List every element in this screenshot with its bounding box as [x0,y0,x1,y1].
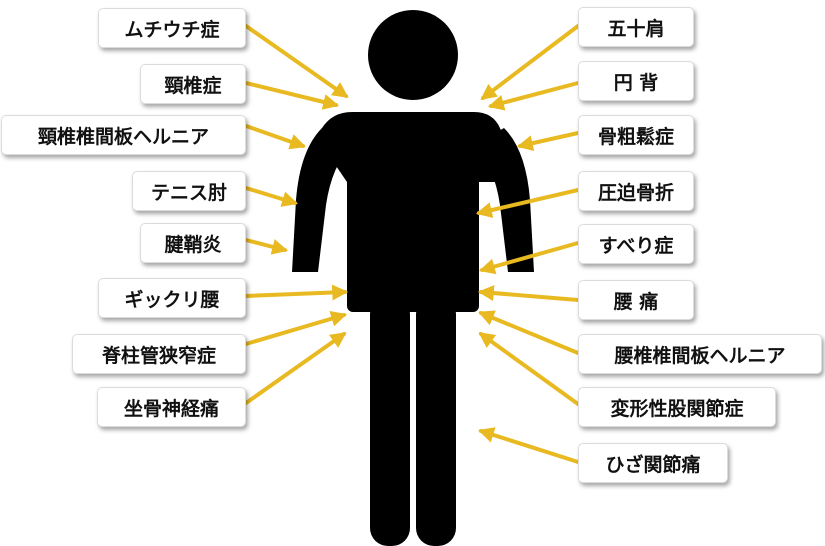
arrow-keitsui-hernia [244,124,307,150]
label-gikkuri-goshi: ギックリ腰 [98,278,246,318]
arrow-gikkuri-goshi [244,284,349,301]
label-muchiuchisho: ムチウチ症 [98,8,246,48]
label-yotsu: 腰 痛 [578,280,694,320]
label-yotsui-hernia: 腰椎椎間板ヘルニア [578,334,822,374]
arrow-yotsu [477,285,580,302]
label-sekichukan-kyosakusho: 脊柱管狭窄症 [72,334,246,374]
label-kotsusosho: 骨粗鬆症 [578,115,694,155]
human-silhouette-icon [292,10,534,546]
arrow-zakotsu [244,332,347,405]
arrow-appaku [475,188,580,218]
arrow-henkeisei [478,332,580,406]
label-appaku-kossetsu: 圧迫骨折 [578,171,694,211]
figure-left-leg [370,296,410,546]
figure-body [347,130,479,312]
arrow-suberisho [478,241,580,275]
figure-right-arm [474,128,534,272]
arrow-hiza [477,427,580,464]
label-hiza-kansetsutsu: ひざ関節痛 [578,443,728,483]
arrow-kensho-en [244,238,289,255]
figure-head [368,10,458,100]
figure-left-arm [292,128,352,272]
arrow-sekichukan [244,310,348,346]
arrow-keitsuisho [244,81,340,110]
label-gojukata: 五十肩 [578,7,694,47]
label-henkeisei-kokansetsusho: 変形性股関節症 [578,387,776,427]
label-zakotsu-shinkeitsu: 坐骨神経痛 [97,387,246,427]
label-keitsui-hernia: 頸椎椎間板ヘルニア [1,115,246,155]
label-enpai: 円 背 [578,61,694,101]
arrow-tennis-elbow [244,186,299,207]
label-tennis-elbow: テニス肘 [132,171,246,211]
label-suberisho: すべり症 [578,224,694,264]
arrow-enpai [487,81,580,111]
label-keitsuisho: 頸椎症 [140,64,246,104]
arrow-muchiuchisho [244,24,349,98]
arrow-gojukata [480,24,580,100]
label-kensho-en: 腱鞘炎 [140,223,246,263]
arrow-kotsusosho [516,131,580,152]
figure-right-leg [416,296,456,546]
arrow-group [244,24,580,464]
arrow-yotsui-hernia [478,310,580,355]
